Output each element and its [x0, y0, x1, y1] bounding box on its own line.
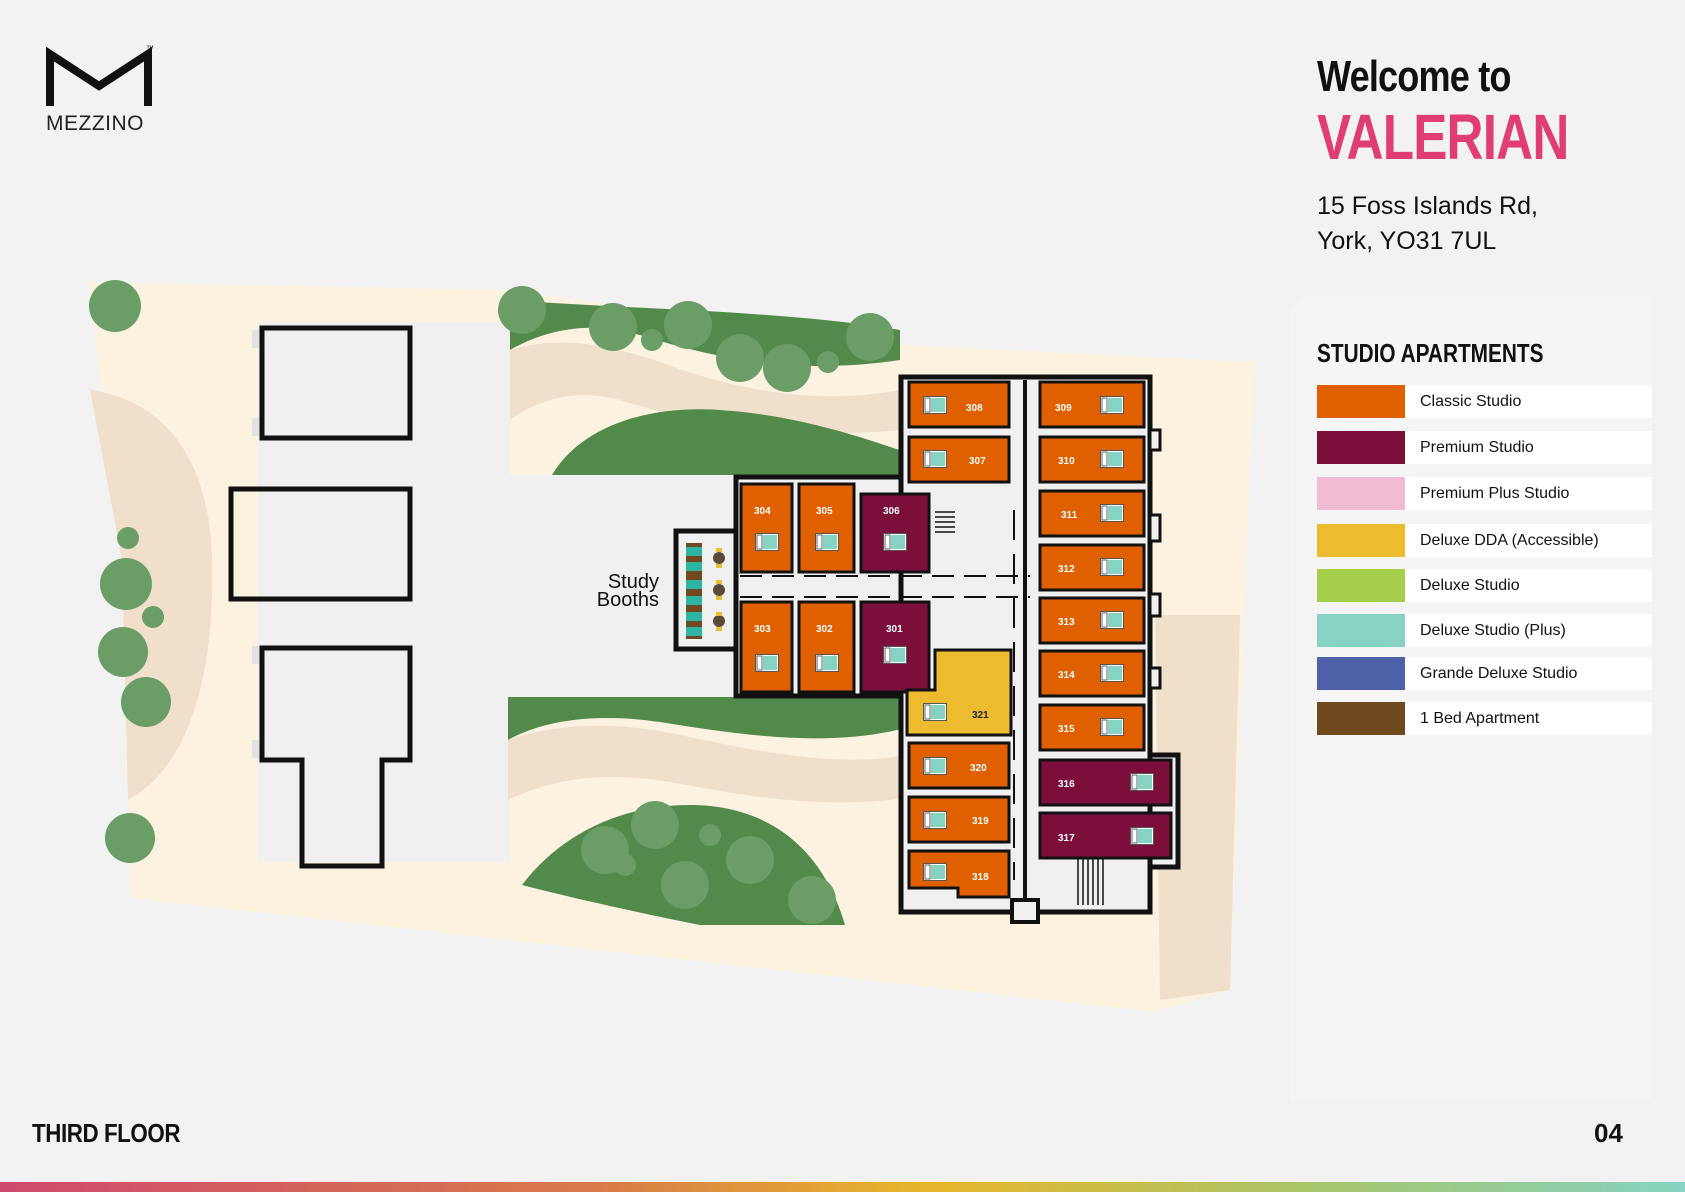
welcome-heading: Welcome to: [1317, 52, 1511, 101]
svg-text:307: 307: [969, 456, 986, 467]
legend-swatch: [1317, 702, 1405, 735]
legend-item-classic-studio: Classic Studio: [1317, 385, 1652, 418]
room-314[interactable]: 314: [1038, 649, 1146, 698]
room-318[interactable]: 318: [907, 849, 1011, 899]
legend-label: Premium Plus Studio: [1420, 485, 1570, 502]
legend-label: Grande Deluxe Studio: [1420, 665, 1578, 682]
legend-swatch: [1317, 569, 1405, 602]
room-317[interactable]: 317: [1038, 811, 1173, 860]
legend-item-grande-deluxe-studio: Grande Deluxe Studio: [1317, 657, 1652, 690]
svg-text:314: 314: [1058, 670, 1075, 681]
logo-wordmark: MEZZINO: [46, 112, 144, 135]
legend-item-deluxe-studio-plus: Deluxe Studio (Plus): [1317, 614, 1652, 647]
room-308[interactable]: 308: [907, 380, 1011, 429]
info-panel: [1290, 0, 1685, 295]
legend-label: Classic Studio: [1420, 393, 1522, 410]
mezzino-logo: [46, 46, 152, 106]
legend-swatch: [1317, 657, 1405, 690]
logo-trademark: ™: [146, 44, 154, 53]
svg-text:317: 317: [1058, 833, 1075, 844]
legend-item-1-bed-apartment: 1 Bed Apartment: [1317, 702, 1652, 735]
svg-text:315: 315: [1058, 724, 1075, 735]
svg-text:318: 318: [972, 872, 989, 883]
room-311[interactable]: 311: [1038, 489, 1146, 538]
svg-text:306: 306: [883, 506, 900, 517]
room-307[interactable]: 307: [907, 435, 1011, 484]
address-line-1: 15 Foss Islands Rd,: [1317, 192, 1538, 220]
floor-tab: [0, 1100, 205, 1160]
room-309[interactable]: 309: [1038, 380, 1146, 429]
room-320[interactable]: 320: [907, 741, 1011, 790]
svg-text:319: 319: [972, 816, 989, 827]
legend-title: STUDIO APARTMENTS: [1317, 338, 1544, 368]
grass-bottom: [508, 697, 905, 740]
svg-text:304: 304: [754, 506, 771, 517]
legend-label: Premium Studio: [1420, 439, 1534, 456]
legend-swatch: [1317, 477, 1405, 510]
legend-label: Deluxe Studio: [1420, 577, 1520, 594]
room-304[interactable]: 304: [739, 482, 794, 574]
page-number: 04: [1594, 1118, 1623, 1148]
room-312[interactable]: 312: [1038, 543, 1146, 592]
legend-panel: [1290, 296, 1652, 1100]
svg-text:301: 301: [886, 624, 903, 635]
room-313[interactable]: 313: [1038, 596, 1146, 645]
study-booths-label-1: Study: [608, 571, 659, 593]
room-305[interactable]: 305: [797, 482, 856, 574]
study-booths: [673, 528, 739, 652]
grass-top-mound: [552, 409, 905, 475]
legend-item-premium-plus-studio: Premium Plus Studio: [1317, 477, 1652, 510]
svg-text:302: 302: [816, 624, 833, 635]
building-outline-1: [259, 325, 413, 441]
right-path: [1155, 615, 1240, 1000]
room-302[interactable]: 302: [797, 600, 856, 694]
address-line-2: York, YO31 7UL: [1317, 227, 1497, 255]
legend-swatch: [1317, 431, 1405, 464]
svg-text:320: 320: [970, 763, 987, 774]
legend-item-deluxe-studio: Deluxe Studio: [1317, 569, 1652, 602]
legend-item-deluxe-dda: Deluxe DDA (Accessible): [1317, 524, 1652, 557]
legend-label: Deluxe DDA (Accessible): [1420, 532, 1599, 549]
study-booths-label-2: Booths: [597, 589, 659, 611]
logo-area: [32, 30, 188, 173]
room-301[interactable]: 301: [859, 600, 931, 694]
svg-text:312: 312: [1058, 564, 1075, 575]
svg-text:321: 321: [972, 710, 989, 721]
svg-text:311: 311: [1061, 510, 1078, 521]
svg-text:309: 309: [1055, 403, 1072, 414]
room-316[interactable]: 316: [1038, 758, 1173, 807]
building-name: VALERIAN: [1317, 101, 1569, 173]
trees: [89, 280, 894, 924]
gradient-bar: [0, 1182, 1685, 1192]
legend-label: 1 Bed Apartment: [1420, 710, 1540, 727]
svg-text:316: 316: [1058, 779, 1075, 790]
room-321[interactable]: 321: [905, 648, 1013, 737]
room-306[interactable]: 306: [859, 492, 931, 574]
building-outline-3: [259, 645, 413, 869]
legend-label: Deluxe Studio (Plus): [1420, 622, 1566, 639]
svg-text:305: 305: [816, 506, 833, 517]
room-310[interactable]: 310: [1038, 435, 1146, 484]
legend-swatch: [1317, 524, 1405, 557]
svg-text:303: 303: [754, 624, 771, 635]
left-path: [90, 390, 213, 800]
svg-text:310: 310: [1058, 456, 1075, 467]
svg-text:313: 313: [1058, 617, 1075, 628]
legend-swatch: [1317, 385, 1405, 418]
room-303[interactable]: 303: [739, 600, 794, 694]
building-outline-2: [228, 486, 413, 602]
legend-swatch: [1317, 614, 1405, 647]
floor-label: THIRD FLOOR: [32, 1118, 181, 1148]
svg-text:308: 308: [966, 403, 983, 414]
page-tab: [1570, 1100, 1685, 1160]
room-319[interactable]: 319: [907, 795, 1011, 844]
legend-item-premium-studio: Premium Studio: [1317, 431, 1652, 464]
room-315[interactable]: 315: [1038, 703, 1146, 752]
